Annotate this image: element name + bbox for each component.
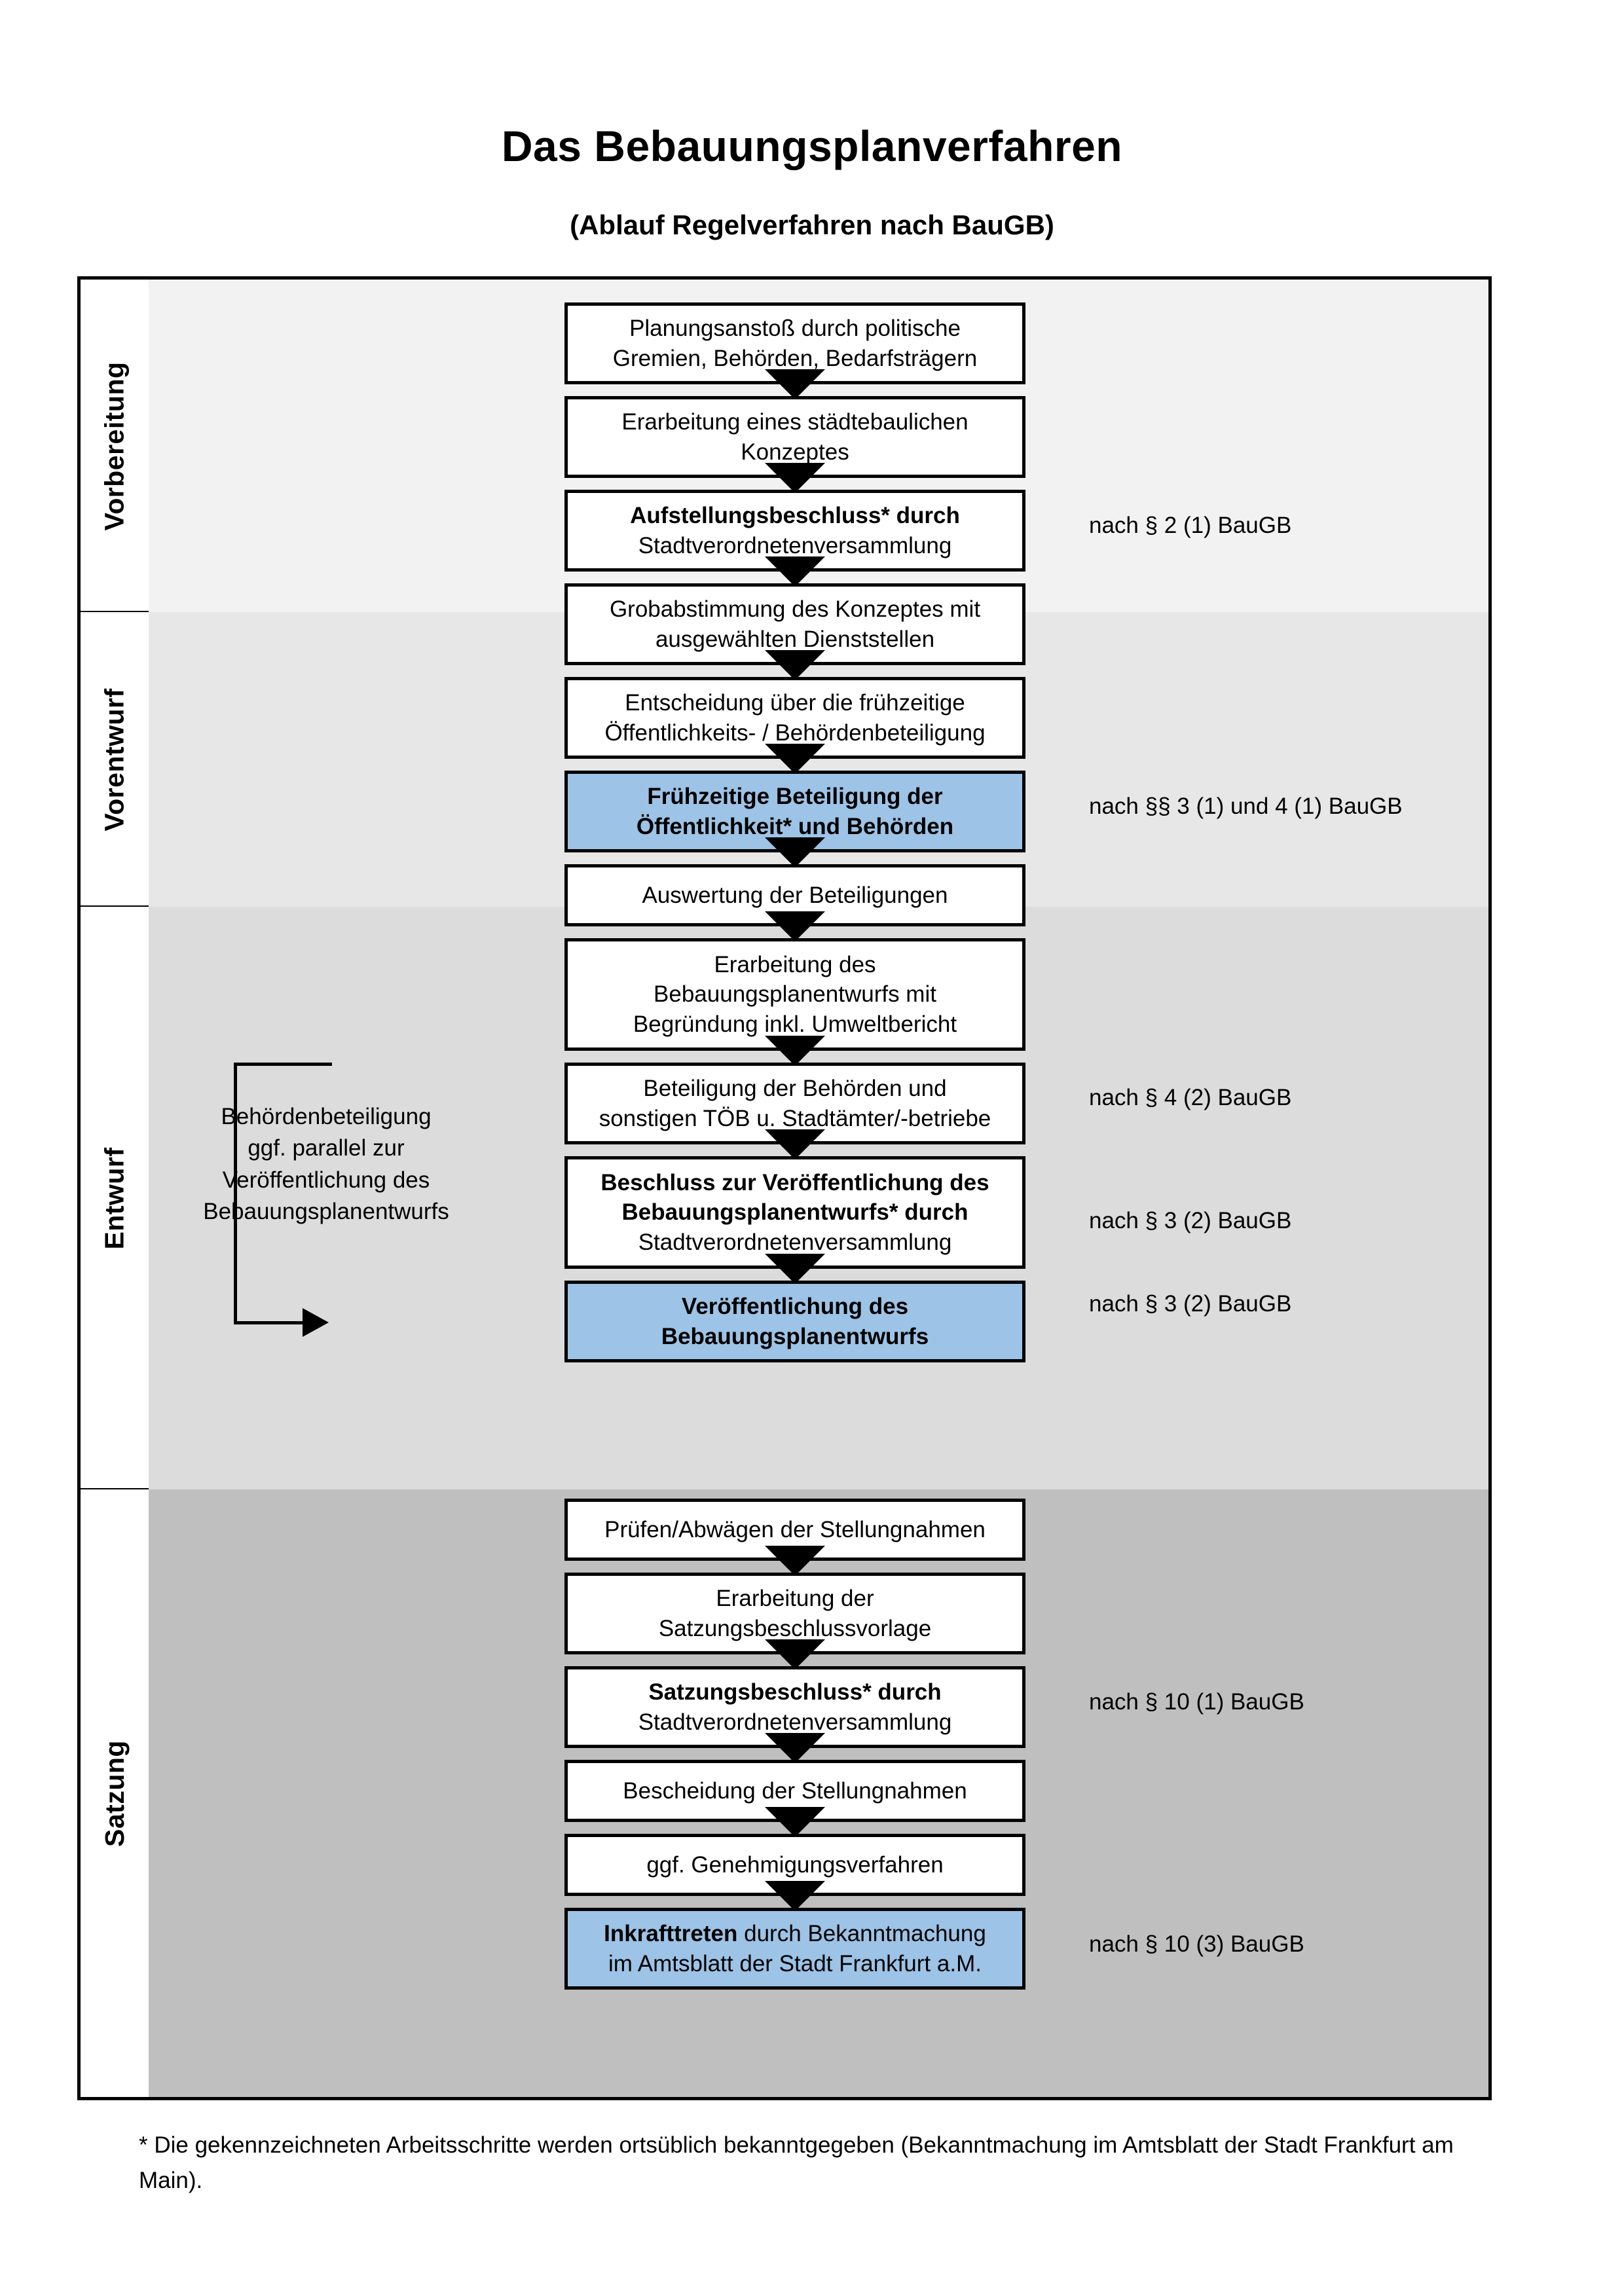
node-line-1: Beschluss zur Veröffentlichung des	[600, 1169, 989, 1195]
phase-cell-entwurf: Entwurf	[81, 907, 149, 1489]
node-line-1: Prüfen/Abwägen der Stellungnahmen	[604, 1516, 986, 1542]
node-line-1: Auswertung der Beteiligungen	[642, 882, 948, 908]
node-line-1: Erarbeitung der	[716, 1586, 874, 1611]
node-line-2: Öffentlichkeits- / Behördenbeteiligung	[604, 720, 986, 746]
node-line-1-rest: durch Bekanntmachung	[744, 1921, 986, 1946]
flow-arrow-down	[765, 911, 825, 941]
phase-cell-vorbereitung: Vorbereitung	[81, 280, 149, 612]
phase-label-satzung: Satzung	[99, 1740, 130, 1847]
flowchart-frame: Vorbereitung Vorentwurf Entwurf Satzung …	[77, 276, 1492, 2100]
node-line-1: Erarbeitung eines städtebaulichen	[621, 409, 969, 435]
node-line-1: Frühzeitige Beteiligung der	[647, 784, 943, 809]
node-line-2: Konzeptes	[741, 439, 849, 465]
flow-arrow-down	[765, 1254, 825, 1284]
process-node-highlight[interactable]: Inkrafttreten durch Bekanntmachung im Am…	[564, 1908, 1025, 1990]
node-line-3: Begründung inkl. Umweltbericht	[633, 1011, 957, 1037]
node-line-2: Bebauungsplanentwurfs* durch	[621, 1199, 969, 1226]
process-node-highlight[interactable]: Veröffentlichung des Bebauungsplanentwur…	[564, 1281, 1025, 1362]
phase-label-entwurf: Entwurf	[99, 1146, 130, 1250]
node-line-2: Gremien, Behörden, Bedarfsträgern	[612, 345, 978, 371]
node-line-1: Satzungsbeschluss* durch	[648, 1679, 942, 1705]
bypass-connector-vertical	[234, 1063, 237, 1324]
node-line-2: Bebauungsplanentwurfs mit	[654, 981, 936, 1008]
node-line-3: Stadtverordnetenversammlung	[638, 1229, 952, 1255]
flow-arrow-down	[765, 1639, 825, 1669]
side-note-line-1: Behördenbeteiligung	[221, 1104, 432, 1129]
node-line-1: Entscheidung über die frühzeitige	[625, 690, 965, 716]
flow-arrow-down	[765, 1881, 825, 1911]
legal-reference: nach § 3 (2) BauGB	[1089, 1208, 1292, 1233]
legal-reference: nach § 10 (3) BauGB	[1089, 1931, 1304, 1957]
flow-arrow-down	[765, 744, 825, 774]
process-node[interactable]: Erarbeitung des Bebauungsplanentwurfs mi…	[564, 938, 1025, 1051]
page-title: Das Bebauungsplanverfahren	[501, 122, 1123, 170]
legal-reference: nach § 4 (2) BauGB	[1089, 1085, 1292, 1110]
node-line-2: ausgewählten Dienststellen	[655, 626, 935, 652]
node-line-1: Bescheidung der Stellungnahmen	[623, 1777, 967, 1804]
footnote: * Die gekennzeichneten Arbeitsschritte w…	[139, 2132, 1454, 2194]
phase-cell-vorentwurf: Vorentwurf	[81, 612, 149, 907]
flow-arrow-down	[765, 1807, 825, 1837]
flow-arrow-down	[765, 463, 825, 493]
side-note-line-2: ggf. parallel zur	[248, 1135, 405, 1161]
bypass-connector-bottom	[234, 1321, 303, 1324]
flow-arrow-down	[765, 1546, 825, 1576]
node-line-2: Stadtverordnetenversammlung	[638, 1709, 952, 1735]
legal-reference: nach §§ 3 (1) und 4 (1) BauGB	[1089, 793, 1403, 819]
process-node[interactable]: ggf. Genehmigungsverfahren	[564, 1834, 1025, 1896]
side-note-line-4: Bebauungsplanentwurfs	[203, 1198, 449, 1224]
node-line-1: Beteiligung der Behörden und	[643, 1076, 947, 1101]
bypass-arrowhead	[303, 1308, 329, 1337]
node-line-2: Stadtverordnetenversammlung	[638, 532, 952, 558]
flow-arrow-down	[765, 1129, 825, 1159]
side-note-line-3: Veröffentlichung des	[222, 1167, 430, 1193]
process-node[interactable]: Beschluss zur Veröffentlichung des Bebau…	[564, 1156, 1025, 1269]
node-line-2: sonstigen TÖB u. Stadtämter/-betriebe	[599, 1105, 991, 1131]
phase-label-vorbereitung: Vorbereitung	[99, 361, 130, 531]
node-line-1: Planungsanstoß durch politische	[629, 316, 961, 341]
phase-label-vorentwurf: Vorentwurf	[99, 687, 130, 831]
node-line-2: Bebauungsplanentwurfs	[661, 1323, 929, 1349]
node-line-2: Satzungsbeschlussvorlage	[658, 1615, 932, 1641]
legal-reference: nach § 3 (2) BauGB	[1089, 1291, 1292, 1317]
page-subtitle: (Ablauf Regelverfahren nach BauGB)	[570, 210, 1054, 240]
legal-reference: nach § 2 (1) BauGB	[1089, 513, 1292, 538]
node-line-1: Aufstellungsbeschluss* durch	[630, 503, 960, 528]
node-line-2: im Amtsblatt der Stadt Frankfurt a.M.	[608, 1950, 982, 1977]
side-note: Behördenbeteiligung ggf. parallel zur Ve…	[179, 1101, 473, 1228]
flow-arrow-down	[765, 369, 825, 399]
flow-arrow-down	[765, 650, 825, 680]
node-line-2: Öffentlichkeit* und Behörden	[636, 813, 954, 839]
bypass-connector-top	[234, 1063, 332, 1066]
node-line-1: Grobabstimmung des Konzeptes mit	[609, 596, 981, 622]
node-line-1: Veröffentlichung des	[681, 1294, 909, 1319]
flow-arrow-down	[765, 1036, 825, 1066]
phase-cell-satzung: Satzung	[81, 1489, 149, 2097]
node-line-1: ggf. Genehmigungsverfahren	[646, 1851, 944, 1878]
flow-arrow-down	[765, 1733, 825, 1763]
legal-reference: nach § 10 (1) BauGB	[1089, 1689, 1304, 1715]
phase-column: Vorbereitung Vorentwurf Entwurf Satzung	[81, 280, 149, 2097]
flow-arrow-down	[765, 556, 825, 587]
node-line-1: Erarbeitung des	[714, 951, 876, 977]
flow-arrow-down	[765, 837, 825, 867]
node-bold-prefix: Inkrafttreten	[604, 1921, 738, 1946]
